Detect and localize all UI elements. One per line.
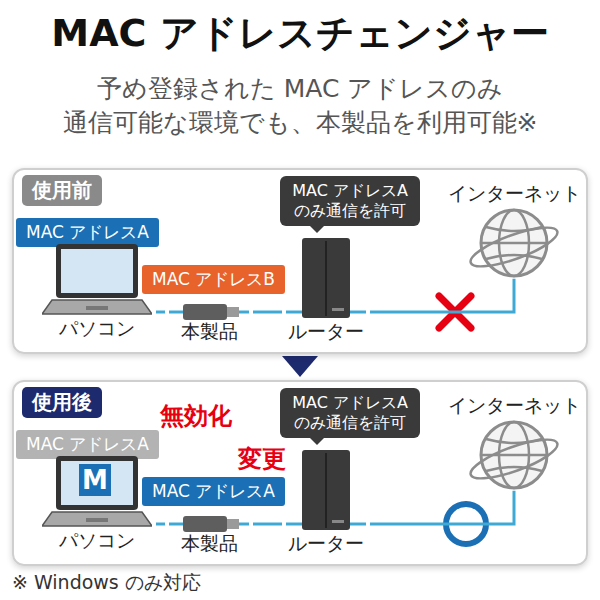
scene-panel: 使用前 MAC アドレスA MAC アドレスA のみ通信を許可 インターネット MAC … <box>12 168 588 354</box>
router-icon <box>286 450 366 532</box>
node-text: MAC アドレスA のみ通信を許可 <box>288 181 412 221</box>
node-text: MAC アドレスA のみ通信を許可 <box>288 393 412 433</box>
pc-node: パソコン <box>38 242 156 340</box>
cable-line <box>253 311 282 314</box>
app-icon-letter: M <box>79 464 111 496</box>
subtitle: 予め登録された MAC アドレスのみ 通信可能な環境でも、本製品を利用可能※ <box>40 72 560 140</box>
node-text: MAC アドレスA <box>26 221 149 244</box>
node-text: 使用前 <box>22 175 102 206</box>
router-callout: MAC アドレスA のみ通信を許可 <box>280 388 420 438</box>
changed-note: 変更 <box>238 443 286 475</box>
router-icon <box>286 238 366 320</box>
mac-address-tag: MAC アドレスA <box>16 218 159 247</box>
node-text: MAC アドレスA <box>26 433 149 456</box>
footnote: ※ Windows のみ対応 <box>12 570 201 596</box>
adapter-node: 本製品 <box>165 504 253 555</box>
disabled-note: 無効化 <box>160 400 232 432</box>
node-text: MAC アドレスA <box>152 480 275 503</box>
node-text: パソコン <box>38 317 156 340</box>
node-text: ルーター <box>282 320 370 343</box>
adapter-icon <box>169 504 249 532</box>
router-node: ルーター <box>282 450 370 555</box>
router-callout: MAC アドレスA のみ通信を許可 <box>280 176 420 226</box>
diagram-title: MAC アドレスチェンジャー <box>0 8 600 59</box>
node-text: 使用後 <box>22 387 102 418</box>
cable-line <box>156 311 165 314</box>
node-text: パソコン <box>38 529 156 552</box>
cable-line <box>253 523 282 526</box>
mac-address-tag: MAC アドレスA <box>16 430 159 459</box>
adapter-icon <box>169 292 249 320</box>
globe-icon <box>444 419 584 491</box>
node-text: インターネット <box>440 182 588 205</box>
mac-address-tag: MAC アドレスA <box>142 477 285 506</box>
internet-node: インターネット <box>440 182 588 279</box>
router-node: ルーター <box>282 238 370 343</box>
internet-node: インターネット <box>440 394 588 491</box>
flow-triangle <box>282 356 318 377</box>
node-text: MAC アドレスB <box>152 268 275 291</box>
cable-line <box>370 491 514 524</box>
globe-icon <box>444 207 584 279</box>
node-text: 本製品 <box>165 320 253 343</box>
mac-address-tag: MAC アドレスB <box>142 265 285 294</box>
adapter-node: 本製品 <box>165 292 253 343</box>
laptop-icon <box>42 242 152 317</box>
node-text: 本製品 <box>165 532 253 555</box>
cable-line <box>370 279 514 312</box>
node-text: ルーター <box>282 532 370 555</box>
cable-line <box>156 523 165 526</box>
node-text: インターネット <box>440 394 588 417</box>
